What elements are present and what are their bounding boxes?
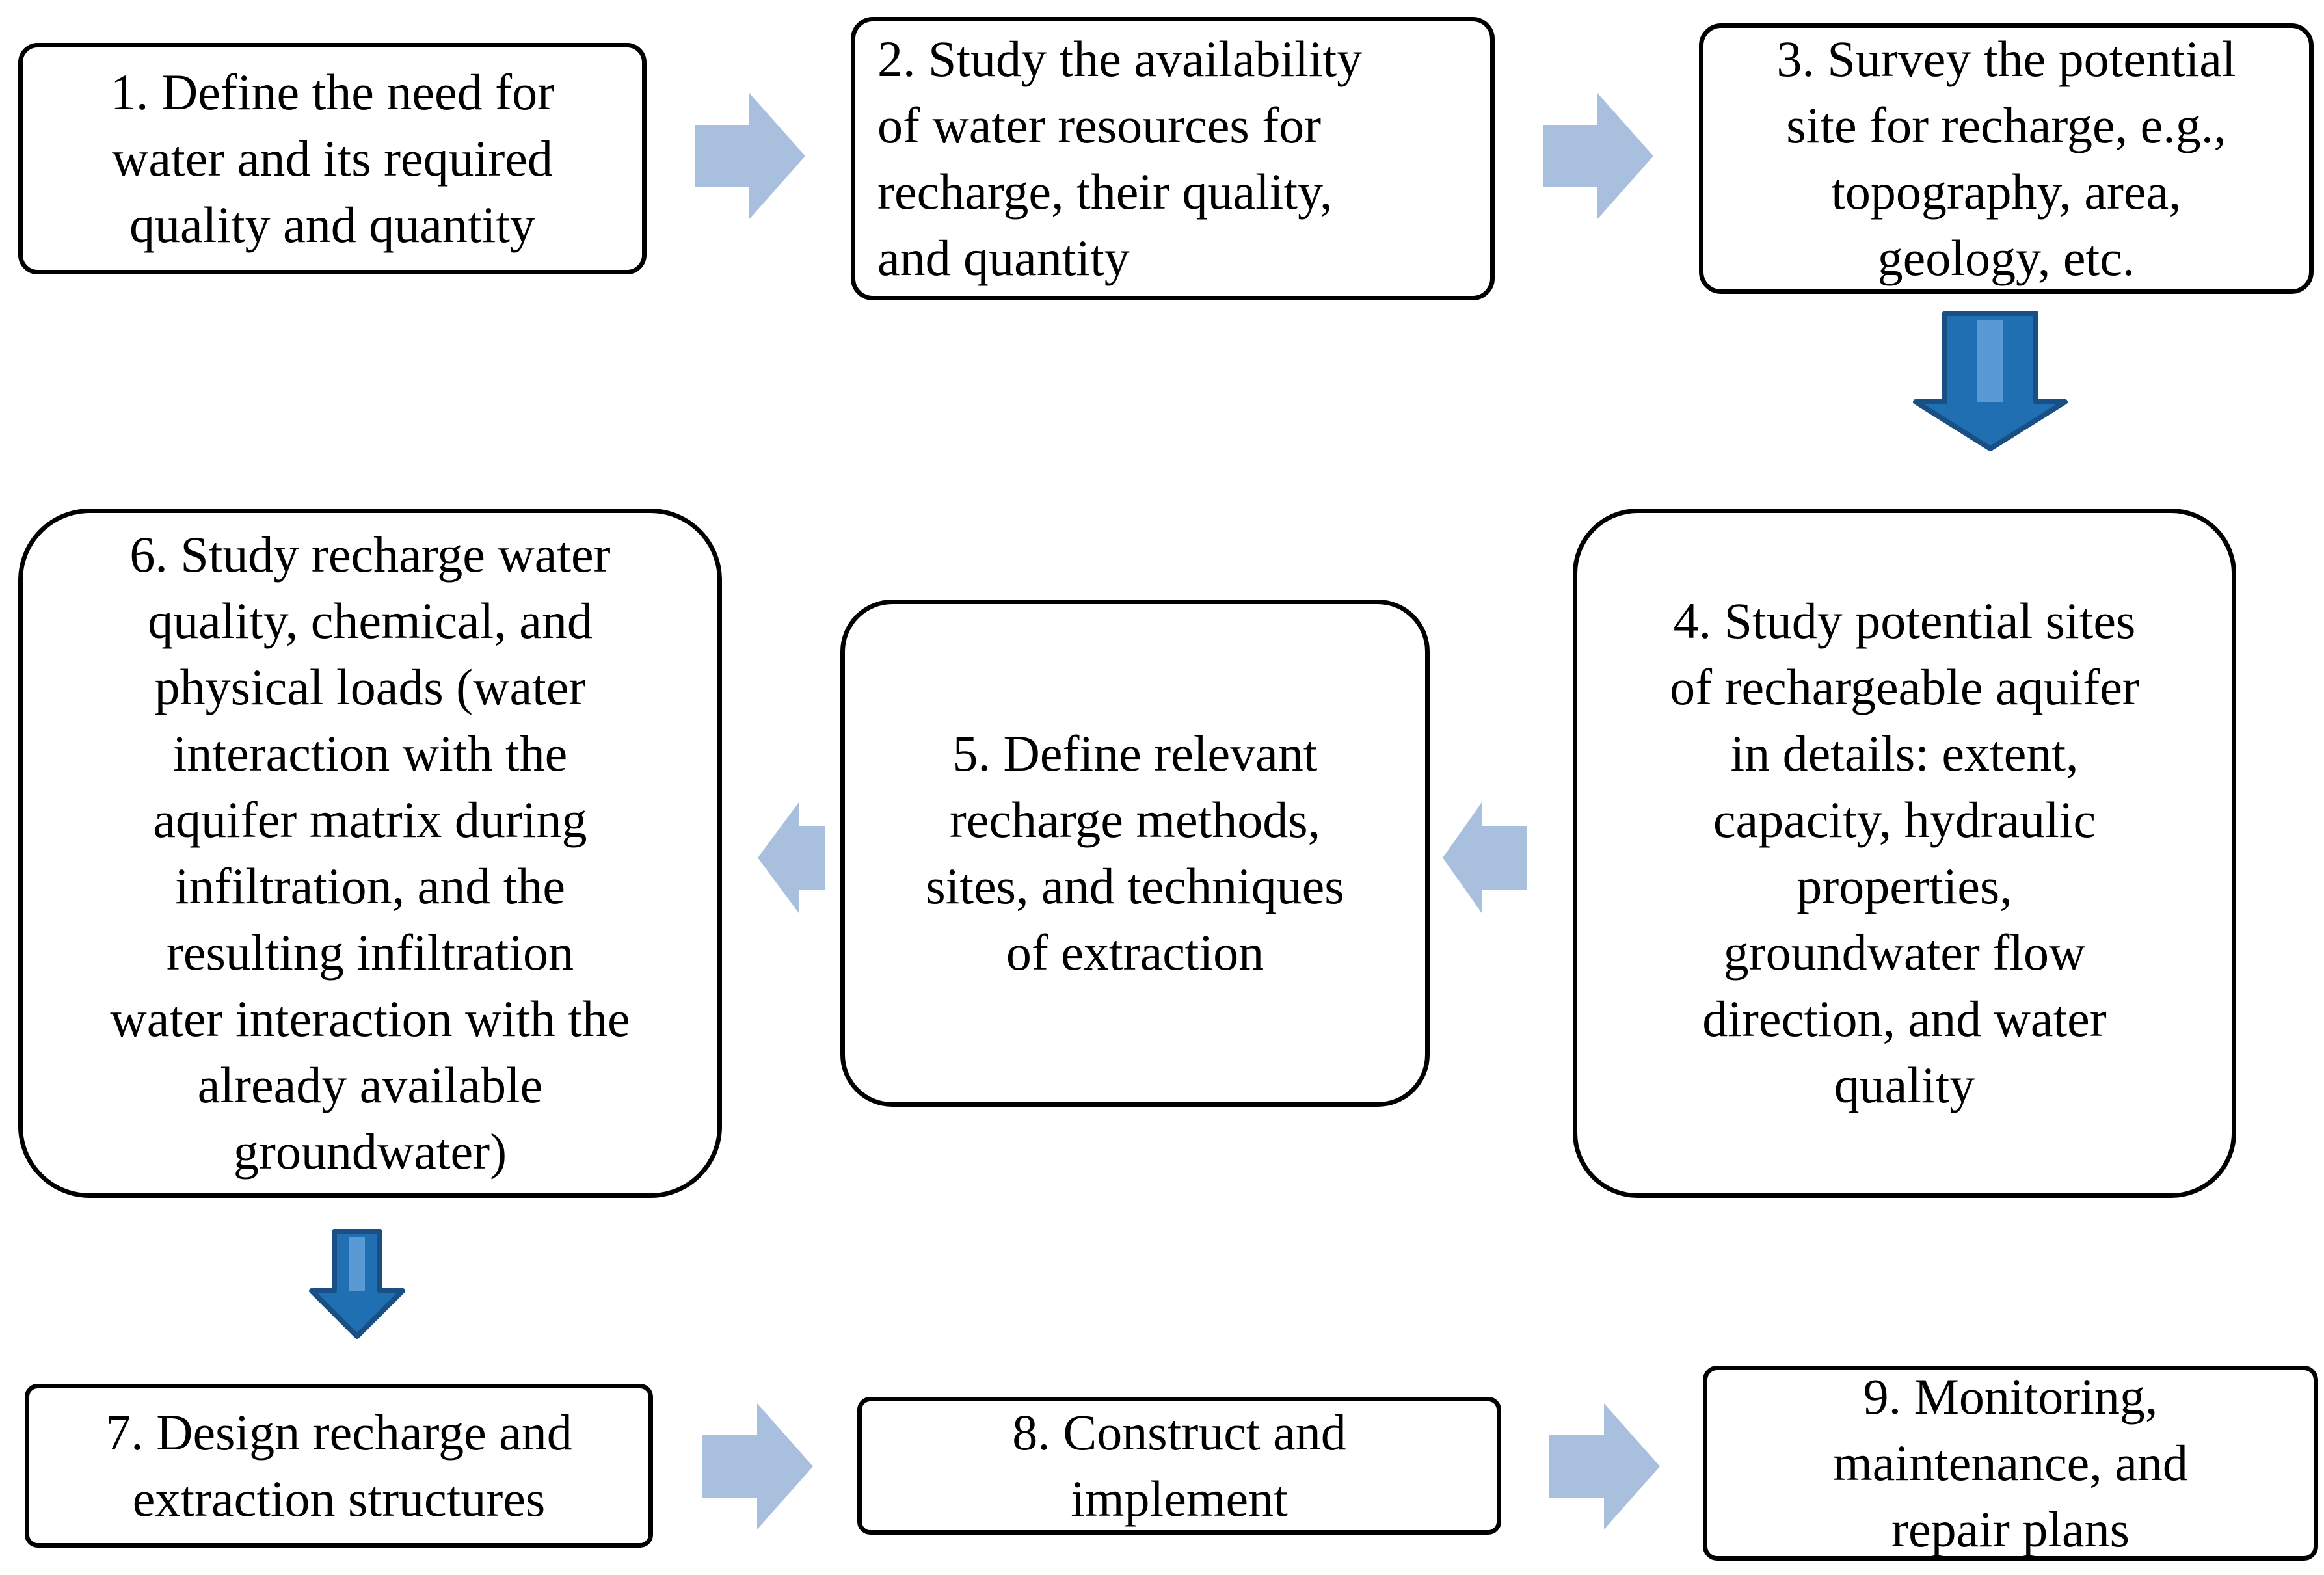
- arrow-step1-to-step2: [695, 93, 805, 219]
- arrow-step6-to-step7: [309, 1229, 405, 1339]
- arrow-step5-to-step6: [758, 802, 825, 913]
- step-1-box: 1. Define the need for water and its req…: [18, 43, 647, 274]
- step-9-text: 9. Monitoring, maintenance, and repair p…: [1833, 1368, 2188, 1557]
- step-2-text: 2. Study the availability of water resou…: [877, 31, 1363, 286]
- step-5-text: 5. Define relevant recharge methods, sit…: [926, 725, 1344, 981]
- step-5-box: 5. Define relevant recharge methods, sit…: [840, 600, 1430, 1107]
- arrow-step2-to-step3: [1543, 93, 1653, 219]
- arrow-step3-to-step4: [1913, 311, 2068, 451]
- arrow-step8-to-step9: [1549, 1403, 1660, 1529]
- step-7-box: 7. Design recharge and extraction struct…: [25, 1384, 653, 1548]
- step-1-text: 1. Define the need for water and its req…: [110, 64, 555, 253]
- arrow-step4-to-step5: [1443, 802, 1527, 913]
- step-9-box: 9. Monitoring, maintenance, and repair p…: [1703, 1366, 2318, 1561]
- step-6-text: 6. Study recharge water quality, chemica…: [110, 526, 630, 1180]
- step-4-text: 4. Study potential sites of rechargeable…: [1670, 592, 2139, 1113]
- step-4-box: 4. Study potential sites of rechargeable…: [1573, 509, 2236, 1198]
- step-8-box: 8. Construct and implement: [857, 1397, 1501, 1535]
- step-2-box: 2. Study the availability of water resou…: [851, 17, 1495, 300]
- step-7-text: 7. Design recharge and extraction struct…: [105, 1404, 572, 1527]
- step-3-box: 3. Survey the potential site for recharg…: [1699, 23, 2314, 294]
- arrow-step7-to-step8: [702, 1403, 813, 1529]
- step-3-text: 3. Survey the potential site for recharg…: [1776, 31, 2236, 286]
- step-8-text: 8. Construct and implement: [1012, 1404, 1346, 1527]
- step-6-box: 6. Study recharge water quality, chemica…: [18, 509, 722, 1198]
